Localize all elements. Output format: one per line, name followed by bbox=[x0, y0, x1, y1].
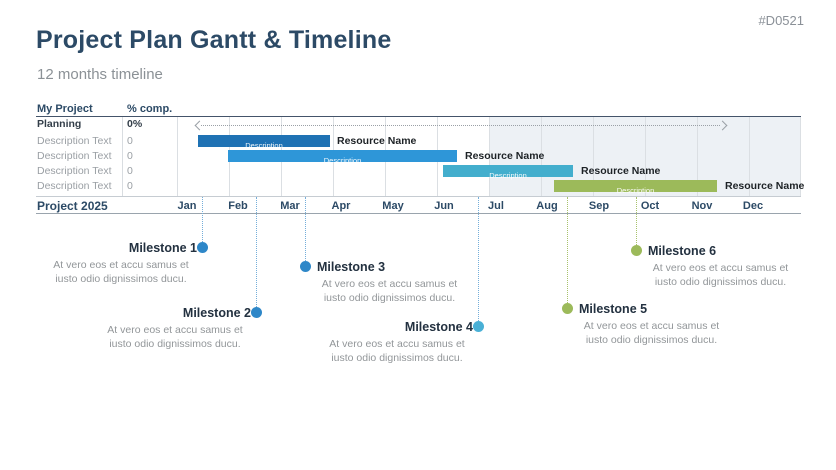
gridline bbox=[800, 117, 801, 196]
gridline bbox=[593, 117, 594, 196]
milestone-dot bbox=[251, 307, 262, 318]
gantt-bar-3: Description bbox=[443, 165, 573, 180]
milestone-text: At vero eos et accu samus et iusto odio … bbox=[329, 338, 465, 364]
gantt-bar-1: Description bbox=[198, 135, 330, 150]
table-header-comp: % comp. bbox=[127, 103, 173, 115]
slide-code: #D0521 bbox=[758, 13, 804, 28]
milestone-dot bbox=[631, 245, 642, 256]
gridline bbox=[697, 117, 698, 196]
milestone-text: At vero eos et accu samus et iusto odio … bbox=[652, 262, 789, 288]
milestone-connector bbox=[636, 197, 637, 245]
gantt-bar-label: Description bbox=[489, 171, 527, 180]
timeline-top-rule bbox=[36, 196, 801, 197]
milestone-dot bbox=[197, 242, 208, 253]
month-label: Mar bbox=[280, 200, 300, 212]
gridline bbox=[645, 117, 646, 196]
month-label: Feb bbox=[228, 200, 248, 212]
month-label: Jun bbox=[434, 200, 454, 212]
month-label: Dec bbox=[742, 200, 764, 212]
table-header-project: My Project bbox=[37, 103, 93, 115]
planning-span-dotted-arrow bbox=[201, 125, 720, 126]
milestone-title: Milestone 1 bbox=[128, 241, 197, 255]
resource-name-label: Resource Name bbox=[581, 165, 661, 177]
task-row-comp: 0 bbox=[127, 135, 133, 147]
gantt-bar-2: Description bbox=[228, 150, 457, 165]
month-label: Jan bbox=[177, 200, 197, 212]
gridline bbox=[177, 117, 178, 196]
milestone-3: Milestone 3 At vero eos et accu samus et… bbox=[317, 260, 462, 305]
month-label: Apr bbox=[331, 200, 351, 212]
milestone-title: Milestone 6 bbox=[648, 244, 717, 258]
resource-name-label: Resource Name bbox=[337, 135, 417, 147]
month-label: Jul bbox=[488, 200, 504, 212]
milestone-text: At vero eos et accu samus et iusto odio … bbox=[583, 320, 720, 346]
task-row-name: Description Text bbox=[37, 135, 112, 147]
task-row-name: Description Text bbox=[37, 180, 112, 192]
resource-name-label: Resource Name bbox=[465, 150, 545, 162]
task-row-name: Description Text bbox=[37, 150, 112, 162]
milestone-title: Milestone 4 bbox=[404, 320, 473, 334]
gantt-bar-label: Description bbox=[616, 186, 655, 195]
milestone-1: Milestone 1 At vero eos et accu samus et… bbox=[45, 241, 197, 286]
table-column-divider bbox=[122, 117, 123, 196]
timeline-bottom-rule bbox=[36, 213, 801, 214]
task-row-name: Description Text bbox=[37, 165, 112, 177]
milestone-4: Milestone 4 At vero eos et accu samus et… bbox=[321, 320, 473, 365]
gridline bbox=[541, 117, 542, 196]
milestone-2: Milestone 2 At vero eos et accu samus et… bbox=[99, 306, 251, 351]
month-label: Nov bbox=[691, 200, 713, 212]
gantt-bar-label: Description bbox=[245, 141, 283, 150]
gridline bbox=[489, 117, 490, 196]
month-label: Sep bbox=[588, 200, 610, 212]
milestone-title: Milestone 3 bbox=[317, 260, 386, 274]
gantt-bar-4: Description bbox=[554, 180, 717, 195]
task-row-name: Planning bbox=[37, 118, 82, 130]
milestone-text: At vero eos et accu samus et iusto odio … bbox=[107, 324, 243, 350]
milestone-connector bbox=[305, 197, 306, 261]
arrow-left-chevron-icon bbox=[194, 120, 205, 131]
task-row-comp: 0 bbox=[127, 165, 133, 177]
gridline bbox=[749, 117, 750, 196]
task-row-comp: 0% bbox=[127, 118, 143, 130]
page-subtitle: 12 months timeline bbox=[37, 66, 163, 83]
milestone-dot bbox=[473, 321, 484, 332]
gantt-bar-label: Description bbox=[323, 156, 362, 165]
page-title: Project Plan Gantt & Timeline bbox=[36, 26, 392, 54]
milestone-6: Milestone 6 At vero eos et accu samus et… bbox=[648, 244, 793, 289]
timeline-title: Project 2025 bbox=[37, 199, 108, 213]
milestone-connector bbox=[567, 197, 568, 303]
task-row-comp: 0 bbox=[127, 150, 133, 162]
resource-name-label: Resource Name bbox=[725, 180, 805, 192]
milestone-5: Milestone 5 At vero eos et accu samus et… bbox=[579, 302, 724, 347]
milestone-text: At vero eos et accu samus et iusto odio … bbox=[321, 278, 458, 304]
month-label: May bbox=[382, 200, 404, 212]
milestone-dot bbox=[300, 261, 311, 272]
milestone-text: At vero eos et accu samus et iusto odio … bbox=[53, 259, 189, 285]
task-row-comp: 0 bbox=[127, 180, 133, 192]
milestone-title: Milestone 5 bbox=[579, 302, 648, 316]
milestone-title: Milestone 2 bbox=[182, 306, 251, 320]
milestone-connector bbox=[202, 197, 203, 242]
milestone-connector bbox=[256, 197, 257, 307]
header-underline bbox=[36, 116, 801, 117]
month-label: Oct bbox=[640, 200, 660, 212]
milestone-connector bbox=[478, 197, 479, 321]
milestone-dot bbox=[562, 303, 573, 314]
month-label: Aug bbox=[536, 200, 558, 212]
